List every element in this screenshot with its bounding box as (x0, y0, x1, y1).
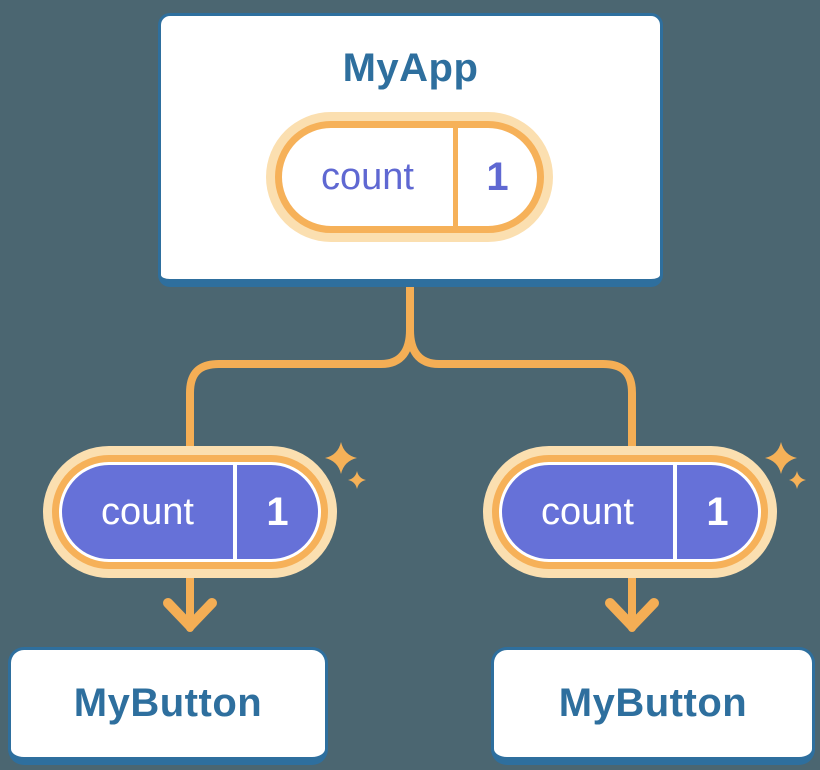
state-pill-fill: count 1 (502, 465, 758, 559)
component-card-mybutton-right: MyButton (491, 647, 815, 765)
state-key: count (321, 155, 414, 198)
state-pill-child-right: count 1 (483, 446, 777, 578)
pill-divider (453, 128, 458, 226)
sparkles-icon (765, 442, 806, 489)
wire-right-branch (406, 276, 636, 632)
state-pill-fill: count 1 (62, 465, 318, 559)
component-title: MyApp (342, 46, 479, 90)
state-value: 1 (486, 154, 509, 199)
state-key: count (541, 490, 634, 533)
component-title: MyButton (558, 681, 748, 725)
arrow-down-icon (605, 598, 659, 631)
pill-divider (673, 465, 677, 559)
state-pill-ring: count 1 (275, 121, 544, 233)
state-pill-ring: count 1 (52, 455, 328, 569)
sparkles-icon (325, 442, 366, 489)
state-pill-child-left: count 1 (43, 446, 337, 578)
state-key: count (101, 490, 194, 533)
component-title: MyButton (73, 681, 263, 725)
pill-divider (233, 465, 237, 559)
state-pill-root: count 1 (266, 112, 553, 242)
state-pill-ring: count 1 (492, 455, 768, 569)
component-card-mybutton-left: MyButton (8, 647, 328, 765)
arrow-down-icon (163, 598, 217, 631)
state-value: 1 (266, 489, 289, 534)
state-value: 1 (706, 489, 729, 534)
